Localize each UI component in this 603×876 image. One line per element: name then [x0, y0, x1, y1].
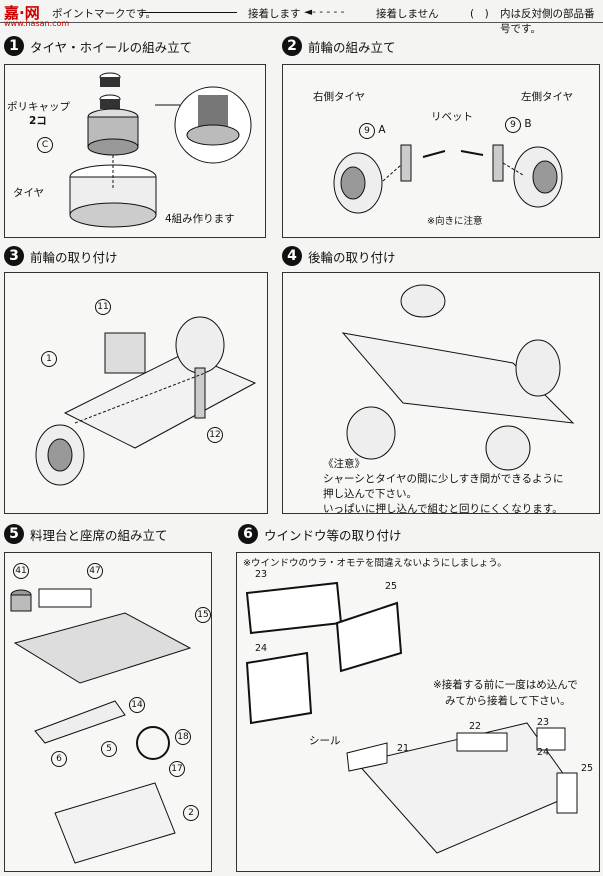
part-18-label: 18	[175, 729, 191, 745]
part-5-label: 5	[101, 741, 117, 757]
step-number: 3	[4, 246, 24, 266]
step-title: ウインドウ等の取り付け	[264, 528, 402, 543]
right-tire-label: 右側タイヤ	[313, 91, 366, 103]
part-12-label: 12	[207, 427, 223, 443]
caution-line-2: 押し込んで下さい。	[323, 488, 417, 500]
part-14-label: 14	[129, 697, 145, 713]
step-5-panel: 41 47 15 14 18 6 5 17 2	[4, 552, 212, 872]
legend-bar: 嘉·网 www.hasan.com ポイントマークです。 接着します ◄- - …	[0, 0, 603, 35]
legend-glue: 接着します	[248, 8, 301, 20]
orientation-caution: ※向きに注意	[427, 216, 483, 227]
part-23-label: 23	[255, 569, 268, 580]
caution-note: 《注意》 シャーシとタイヤの間に少しすき間ができるように 押し込んで下さい。 い…	[323, 457, 564, 517]
part-17-label: 17	[169, 761, 185, 777]
step-2-panel: 右側タイヤ 左側タイヤ リベット 9 A 9 B ※向きに注意	[282, 64, 600, 238]
front-wheel-illustration	[333, 144, 563, 214]
window-attach-illustration	[245, 581, 578, 854]
part-1-label: 1	[41, 351, 57, 367]
part-21-label: 21	[397, 743, 410, 754]
legend-no-glue: 接着しません	[376, 8, 439, 20]
part-11-label: 11	[95, 299, 111, 315]
make-four-label: 4組み作ります	[165, 213, 235, 225]
wheel-assembly-illustration	[69, 72, 252, 228]
seal-label: シール	[309, 735, 341, 747]
part-41-label: 41	[13, 563, 29, 579]
part-9a-label: 9 A	[359, 123, 386, 139]
step-title: 後輪の取り付け	[308, 250, 396, 265]
part-25b-label: 25	[581, 763, 594, 774]
part-c-label: C	[37, 137, 53, 153]
rivet-label: リベット	[431, 111, 473, 123]
part-24b-label: 24	[537, 747, 550, 758]
polycap-label: ポリキャップ	[7, 101, 70, 113]
step-number: 2	[282, 36, 302, 56]
part-22-label: 22	[469, 721, 482, 732]
test-fit-note-2: みてから接着して下さい。	[445, 695, 571, 707]
step-number: 4	[282, 246, 302, 266]
step-4-panel: 《注意》 シャーシとタイヤの間に少しすき間ができるように 押し込んで下さい。 い…	[282, 272, 600, 517]
step-6-panel: ※ウインドウのウラ・オモテを間違えないようにしましょう。 23 25 24 シー…	[236, 552, 600, 872]
part-24-label: 24	[255, 643, 268, 654]
step-1-panel: ポリキャップ 2コ C タイヤ 4組み作ります	[4, 64, 266, 238]
window-warning: ※ウインドウのウラ・オモテを間違えないようにしましょう。	[243, 558, 507, 569]
caution-heading: 《注意》	[323, 458, 365, 470]
step-title: 料理台と座席の組み立て	[30, 528, 168, 543]
step-number: 6	[238, 524, 258, 544]
site-logo: 嘉·网	[4, 4, 40, 22]
caution-line-1: シャーシとタイヤの間に少しすき間ができるように	[323, 473, 564, 485]
legend-dash-arrow: ◄- - - - -	[304, 6, 345, 18]
legend-mark-text: ポイントマークです。	[52, 8, 156, 20]
legend-paren: ( )	[470, 8, 489, 20]
step-title: 前輪の取り付け	[30, 250, 118, 265]
rear-wheel-illustration	[341, 284, 575, 471]
part-6-label: 6	[51, 751, 67, 767]
step-3-panel: 11 1 12	[4, 272, 268, 514]
part-47-label: 47	[87, 563, 103, 579]
glue-arrow-icon	[142, 12, 237, 13]
part-25-label: 25	[385, 581, 398, 592]
site-url: www.hasan.com	[4, 19, 70, 28]
tire-label: タイヤ	[13, 187, 45, 199]
step-title: 前輪の組み立て	[308, 40, 396, 55]
kitchen-seat-illustration	[10, 588, 192, 864]
part-9b-label: 9 B	[505, 117, 532, 133]
step-number: 1	[4, 36, 24, 56]
part-2-label: 2	[183, 805, 199, 821]
test-fit-note-1: ※接着する前に一度はめ込んで	[433, 679, 578, 691]
legend-paren-text: 内は反対側の部品番号です。	[500, 8, 595, 35]
part-23b-label: 23	[537, 717, 550, 728]
front-wheel-attach-illustration	[35, 316, 257, 486]
polycap-count: 2コ	[29, 115, 47, 127]
step-number: 5	[4, 524, 24, 544]
step-title: タイヤ・ホイールの組み立て	[30, 40, 193, 55]
part-15-label: 15	[195, 607, 211, 623]
left-tire-label: 左側タイヤ	[521, 91, 574, 103]
caution-line-3: いっぱいに押し込んで組むと回りにくくなります。	[323, 503, 563, 515]
